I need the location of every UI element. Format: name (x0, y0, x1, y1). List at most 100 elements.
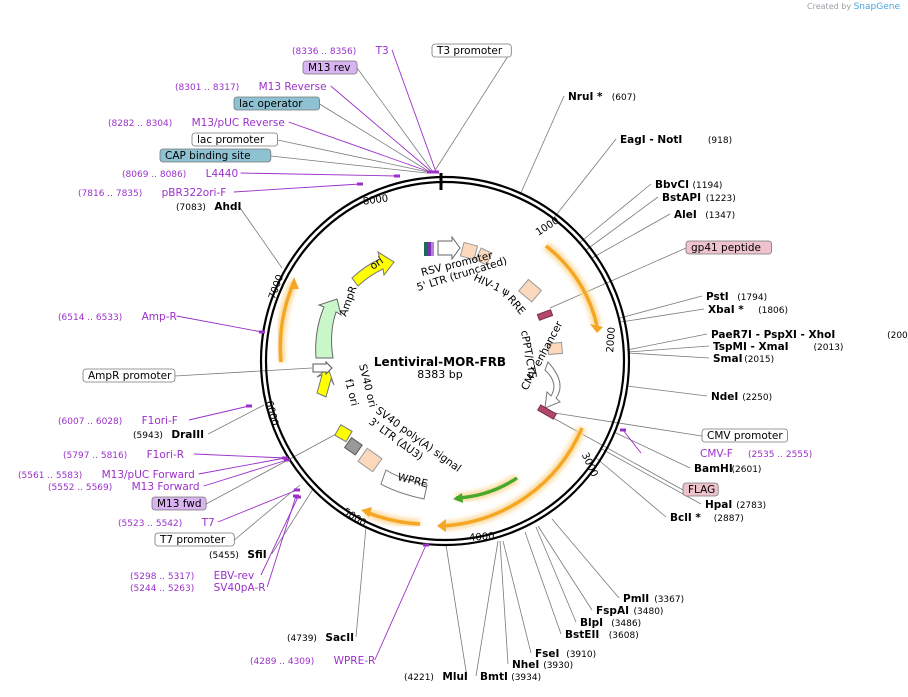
primer-amp-r: Amp-R (142, 311, 177, 323)
enzyme-fspai: FspAI (596, 605, 629, 617)
primer-connector-pbr322ori-f (233, 183, 361, 193)
f1-ori-glyph (316, 367, 335, 398)
primer-wpre-r: WPRE-R (334, 655, 376, 667)
primer-connector-m13-reverse (330, 85, 433, 173)
box-connector-lac-promoter (277, 139, 429, 173)
primer-connector-t3 (391, 49, 437, 173)
connector-bsteii (524, 531, 562, 635)
primer-arrow-m13-forward (284, 458, 290, 462)
m13-glyph (334, 424, 353, 443)
enzyme-pos-ndei: (2250) (742, 393, 772, 403)
enzyme-hpai: HpaI (705, 499, 732, 511)
connector-bcli (594, 456, 667, 518)
primer-pos-t3: (8336 .. 8356) (292, 47, 356, 57)
cap-site-glyph (431, 242, 434, 256)
enzyme-pos-pmli: (3367) (654, 595, 684, 605)
enzyme-pos-fspai: (3480) (634, 607, 664, 617)
enzyme-bsteii: BstEII (565, 629, 599, 641)
primer-connector-wpre-r (374, 544, 427, 661)
rre-glyph (518, 278, 543, 303)
orf-arrows (275, 242, 603, 532)
connector-bbvci (577, 183, 652, 245)
orf-arrowhead-5 (289, 277, 299, 289)
primer-pos-l4440: (8069 .. 8086) (122, 170, 186, 180)
ori-glyph (351, 250, 395, 287)
primer-arrow-m13-puc-reverse (427, 170, 433, 174)
connector-fsei (502, 540, 532, 654)
primer-pbr322ori-f: pBR322ori-F (162, 187, 227, 199)
feature-label-t3-promoter: T3 promoter (436, 45, 503, 57)
primer-pos-ebv-rev: (5298 .. 5317) (130, 572, 194, 582)
feature-label-t7-promoter: T7 promoter (159, 534, 226, 546)
primer-connector-f1ori-r (193, 453, 286, 459)
orf-arrowhead-1 (590, 324, 603, 333)
box-connector-t3-promoter (433, 50, 512, 173)
sv40-pa-glyph (343, 436, 363, 456)
enzyme-pos-paer7i-pspxi-xhoi: (2003) (887, 331, 908, 341)
primer-l4440: L4440 (206, 168, 239, 180)
outer-labels: NruI *(607)EagI - NotI(918)BbvCI(1194)Bs… (18, 43, 908, 683)
enzyme-bmti: BmtI (480, 671, 508, 683)
enzyme-paer7i-pspxi-xhoi: PaeR7I - PspXI - XhoI (711, 329, 835, 341)
primer-connector-amp-r (176, 315, 263, 333)
primer-pos-wpre-r: (4289 .. 4309) (250, 657, 314, 667)
primer-f1ori-f: F1ori-F (142, 415, 178, 427)
feature-box-gp41-peptide (685, 240, 772, 255)
primer-m13-puc-forward: M13/pUC Forward (102, 469, 195, 481)
connector-bmti (475, 540, 499, 677)
connector-sfii (271, 488, 314, 555)
scale-tick-2000: 2000 (605, 327, 618, 353)
enzyme-psti: PstI (706, 291, 729, 303)
box-connector-cmv-promoter (547, 411, 703, 437)
ampr-promoter-glyph (312, 360, 333, 376)
primer-connector-m13-forward (203, 459, 288, 487)
feature-box-cmv-promoter (701, 428, 788, 443)
orf-arrow-1 (544, 244, 599, 327)
enzyme-pos-bcli: (2887) (714, 514, 744, 524)
primer-arrows (246, 170, 626, 547)
enzyme-pos-bbvci: (1194) (693, 181, 723, 191)
box-connector-m13-fwd (205, 431, 341, 505)
scale-tick-1000: 1000 (534, 215, 561, 238)
feature-label-lac-promoter: lac promoter (197, 134, 265, 146)
enzyme-nhei: NheI (512, 659, 539, 671)
orf-arrow-2 (442, 427, 584, 528)
enzyme-fsei: FseI (535, 648, 559, 660)
enzyme-alei: AleI (674, 209, 697, 221)
enzyme-pos-eagi-noti: (918) (708, 136, 732, 146)
enzyme-pos-sacii: (4739) (287, 634, 317, 644)
connector-smai (627, 352, 710, 359)
box-connector-gp41-peptide (549, 247, 687, 309)
primer-arrow-wpre-r (423, 543, 429, 547)
primer-pos-m13-reverse: (8301 .. 8317) (175, 83, 239, 93)
box-connector-flag (545, 413, 684, 491)
enzyme-tspmi-xmai: TspMI - XmaI (713, 341, 789, 353)
enzyme-pos-bamhi: (2601) (732, 465, 762, 475)
primer-m13-forward: M13 Forward (132, 481, 200, 493)
t3-promoter-glyph (424, 242, 428, 256)
primer-pos-m13-puc-forward: (5561 .. 5583) (18, 471, 82, 481)
connector-fspai (537, 525, 593, 611)
connector-ahdi (238, 205, 283, 269)
cmv-enhancer-glyph (544, 361, 561, 409)
enzyme-pos-nhei: (3930) (543, 661, 573, 671)
snapgene-credit: Created by SnapGene (807, 2, 900, 12)
enzyme-nrui: NruI * (568, 91, 603, 103)
feature-label-cmv-promoter: CMV promoter (707, 430, 783, 442)
backbone-inner-strand (264, 180, 626, 542)
enzyme-pos-bstapi: (1223) (706, 194, 736, 204)
connector-sacii (355, 526, 367, 638)
feature-label-ampr-promoter: AmpR promoter (88, 370, 172, 382)
primer-connector-m13-puc-forward (198, 457, 286, 475)
enzyme-pos-hpai: (2783) (736, 501, 766, 511)
lac-operator-glyph (428, 242, 431, 256)
inner-label-hiv-1: HIV-1 ψ (472, 272, 512, 299)
rsv-promoter-glyph (437, 235, 461, 261)
feature-box-t7-promoter (154, 532, 235, 547)
enzyme-pos-smai: (2015) (744, 355, 774, 365)
primer-arrow-f1ori-f (246, 404, 252, 408)
feature-box-m13-fwd (151, 496, 207, 511)
enzyme-pmli: PmlI (623, 593, 649, 605)
primer-cmv-f: CMV-F (700, 448, 733, 460)
feature-box-t3-promoter (431, 43, 512, 58)
